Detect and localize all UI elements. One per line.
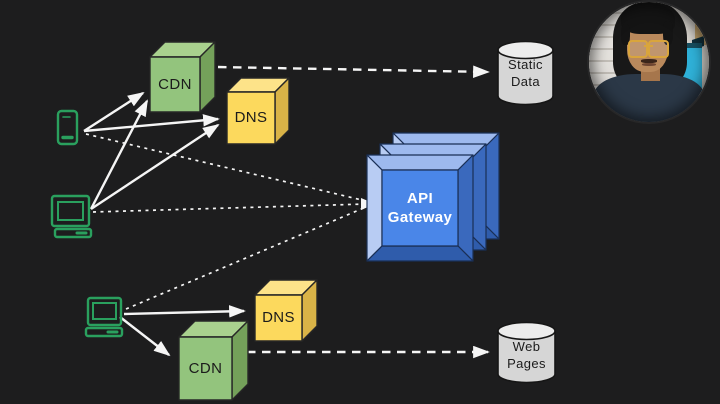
edge-computer2-to-api — [125, 206, 367, 310]
edge-cdn-top-to-static-data — [217, 65, 490, 78]
edge-phone-to-api — [85, 133, 367, 202]
glasses-left-lens — [627, 40, 649, 58]
mobile-phone-icon — [56, 109, 79, 146]
edge-computer2-to-dns-bottom — [123, 305, 246, 318]
static-data-node — [497, 40, 554, 106]
edge-computer1-to-dns-top — [90, 123, 220, 211]
dns-bottom-node — [254, 279, 318, 342]
webcam-overlay — [589, 2, 709, 122]
edge-computer2-to-cdn-bottom — [119, 316, 171, 357]
presenter-mustache — [640, 59, 658, 63]
presenter-hair-side-left — [621, 23, 630, 46]
dashed-edges-to-api — [85, 133, 367, 310]
api-layer-1 — [366, 154, 474, 262]
edge-computer1-to-cdn-top — [89, 99, 149, 210]
desktop-computer-2-icon — [84, 296, 124, 338]
glasses-right-lens — [648, 40, 670, 58]
edge-phone-to-cdn-top — [83, 91, 145, 133]
glasses-bridge — [643, 45, 653, 47]
cdn-top-node — [149, 41, 216, 113]
solid-edges — [83, 91, 246, 357]
edge-phone-to-dns-top — [83, 114, 220, 133]
glasses-icon — [626, 40, 670, 58]
dns-top-node — [226, 77, 290, 145]
webcam-vignette — [589, 2, 709, 122]
api-gateway-node — [366, 132, 500, 262]
edge-computer1-to-api — [92, 203, 367, 213]
presenter-mouth — [641, 63, 657, 67]
desktop-computer-1-icon — [50, 194, 93, 239]
web-pages-node — [497, 321, 556, 384]
dashed-edges-to-stores — [217, 65, 490, 359]
presenter-hair-side-right — [663, 21, 673, 46]
cdn-bottom-node — [178, 320, 249, 401]
presenter-shirt — [593, 74, 705, 122]
